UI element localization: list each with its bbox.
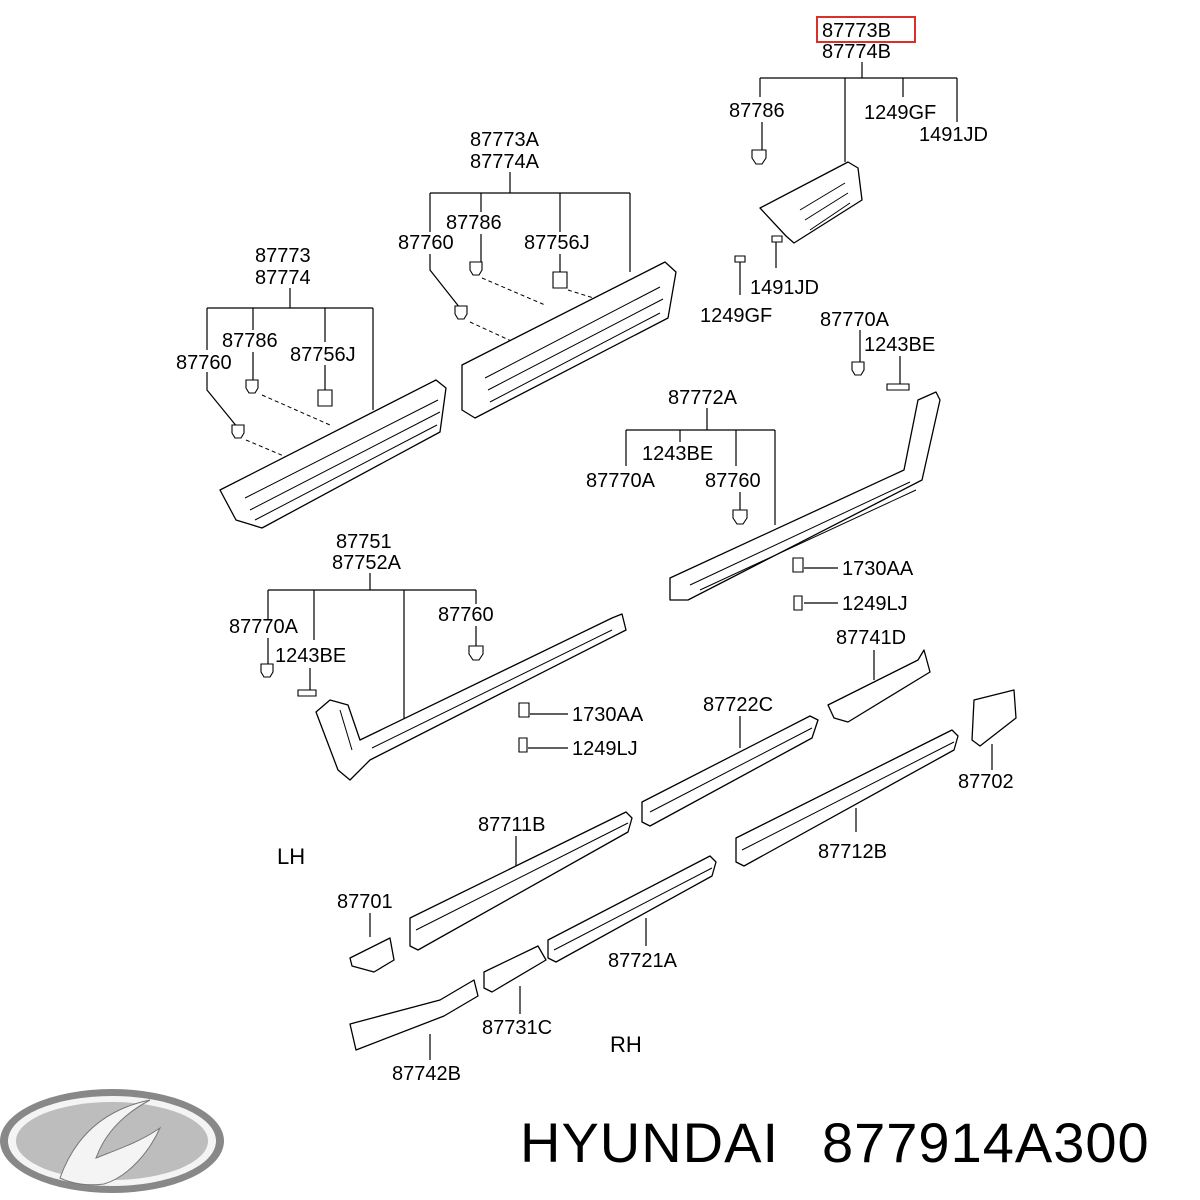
group-87772A: 87770A 1243BE 87772A 1243BE 87770A 87760…: [586, 309, 941, 615]
group-87751: 87751 87752A 87770A 87760 1243BE 1730AA …: [229, 531, 644, 781]
hyundai-logo-icon: [0, 1089, 224, 1193]
group-87773A: 87773A 87774A 87786 87760 87756J: [398, 129, 677, 419]
end-cap-87702: [971, 689, 1017, 747]
garnish-87773B: [759, 161, 863, 244]
highlight-box: [816, 16, 916, 43]
label-87773: 87773: [255, 245, 311, 267]
label-1730AA-l: 1730AA: [572, 704, 644, 726]
end-cap-87701: [349, 937, 395, 973]
label-1491JD-mid: 1491JD: [750, 277, 819, 299]
label-1249GF-mid: 1249GF: [700, 305, 772, 327]
clip-87786-top: [751, 149, 767, 165]
label-87702: 87702: [958, 771, 1014, 793]
label-1243BE-c: 1243BE: [642, 443, 713, 465]
label-87774A: 87774A: [470, 151, 540, 173]
label-87712B: 87712B: [818, 841, 887, 863]
label-87751: 87751: [336, 531, 392, 553]
label-1249LJ-r: 1249LJ: [842, 593, 908, 615]
screw-1491JD: [771, 235, 783, 243]
label-87773A: 87773A: [470, 129, 540, 151]
sill-87772A: [669, 391, 941, 601]
label-1730AA-r: 1730AA: [842, 558, 914, 580]
screw-1249GF: [734, 255, 746, 263]
group-87773: 87773 87774 87786 87760 87756J: [176, 245, 447, 529]
moulding-87773A: [461, 261, 677, 419]
label-1249GF-top: 1249GF: [864, 102, 936, 124]
moulding-87742B: [349, 979, 479, 1051]
label-1249LJ-l: 1249LJ: [572, 738, 638, 760]
label-87786-b: 87786: [222, 330, 278, 352]
label-87721A: 87721A: [608, 950, 678, 972]
label-87752A: 87752A: [332, 552, 402, 574]
clip-1730AA-r: [792, 557, 804, 573]
label-87770A-l: 87770A: [229, 616, 299, 638]
label-1243BE-l: 1243BE: [275, 645, 346, 667]
clip-87786-b: [245, 379, 259, 394]
clip-87756J-b: [317, 389, 333, 407]
moulding-87712B: [735, 729, 959, 867]
part-number: 877914A300: [822, 1111, 1150, 1174]
group-87773B: 87773B 87774B 87786 1249GF 1491JD 1491JD…: [700, 16, 988, 327]
screw-1243BE-l: [297, 689, 317, 697]
label-87786-a: 87786: [446, 212, 502, 234]
label-87772A: 87772A: [668, 387, 738, 409]
label-87722C: 87722C: [703, 694, 773, 716]
clip-87760-b: [231, 424, 245, 439]
group-lower-mouldings: 87741D 87722C 87702 87711B 87712B 87701 …: [337, 627, 1017, 1085]
label-87760-b: 87760: [176, 352, 232, 374]
label-87760-c: 87760: [705, 470, 761, 492]
clip-87760-l: [468, 645, 484, 661]
label-87774: 87774: [255, 267, 311, 289]
side-label-rh: RH: [610, 1032, 642, 1057]
screw-1249LJ-l: [518, 737, 528, 753]
label-1491JD-top: 1491JD: [919, 124, 988, 146]
label-87731C: 87731C: [482, 1017, 552, 1039]
label-1243BE-r: 1243BE: [864, 334, 935, 356]
moulding-87711B: [409, 811, 633, 951]
label-87756J-a: 87756J: [524, 232, 590, 254]
moulding-87773: [219, 379, 447, 529]
clip-87786-a: [469, 261, 483, 276]
clip-87756J-a: [552, 271, 568, 289]
screw-1249LJ-r: [793, 595, 803, 611]
label-87701: 87701: [337, 891, 393, 913]
clip-87760-a: [454, 305, 468, 320]
side-label-lh: LH: [277, 844, 305, 869]
label-87774B: 87774B: [822, 41, 891, 63]
label-87711B: 87711B: [478, 814, 545, 836]
clip-87770A-r: [851, 361, 865, 376]
screw-1243BE-r: [886, 383, 910, 391]
label-87760-l: 87760: [438, 604, 494, 626]
label-87770A-r: 87770A: [820, 309, 890, 331]
sill-87751: [315, 613, 627, 781]
label-87756J-b: 87756J: [290, 344, 356, 366]
label-87770A-c: 87770A: [586, 470, 656, 492]
clip-87760-c: [732, 509, 748, 525]
moulding-87741D: [827, 649, 931, 723]
label-87741D: 87741D: [836, 627, 906, 649]
label-87786-top: 87786: [729, 100, 785, 122]
clip-87770A-l: [260, 663, 274, 678]
clip-1730AA-l: [518, 702, 530, 718]
label-87760-a: 87760: [398, 232, 454, 254]
bracket-87731C: [483, 945, 547, 993]
brand-name: HYUNDAI: [520, 1111, 779, 1174]
label-87742B: 87742B: [392, 1063, 461, 1085]
label-87773B: 87773B: [822, 20, 891, 42]
